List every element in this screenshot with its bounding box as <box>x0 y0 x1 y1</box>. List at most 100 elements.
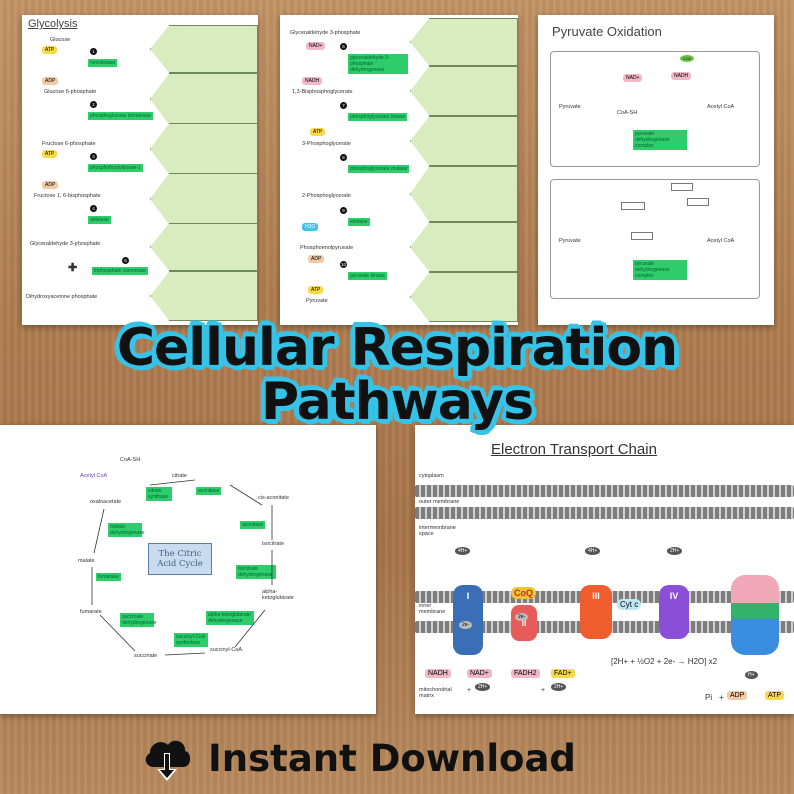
step-number: 7 <box>340 102 347 109</box>
banner-title-line1: Cellular Respiration <box>116 318 678 378</box>
molecule-succinyl-coa: succinyl-CoA <box>210 647 243 653</box>
g6p-structure <box>150 73 258 125</box>
h2o-badge: H2O <box>302 223 319 231</box>
molecule-2pg: 2-Phosphoglycerate <box>302 193 351 199</box>
glycolysis-payoff-sheet: Glyceraldehyde 3-phosphate NAD+ 6 glycer… <box>280 15 518 325</box>
step-number: 2 <box>90 101 97 108</box>
plus-sign: + <box>467 687 472 694</box>
fadh2-badge: FADH2 <box>511 669 540 678</box>
pep-structure <box>410 222 518 272</box>
step-number: 8 <box>340 154 347 161</box>
blank-box[interactable] <box>671 183 693 191</box>
pyruvate-label: Pyruvate <box>559 104 581 110</box>
nadh-badge: NADH <box>302 77 323 85</box>
adp-badge: ADP <box>42 181 59 189</box>
etc-sheet: Electron Transport Chain cytoplasm outer… <box>415 425 794 714</box>
molecule-citrate: citrate <box>172 473 187 479</box>
molecule-f6p: Fructose 6-phosphate <box>42 141 96 147</box>
blank-box[interactable] <box>631 232 653 240</box>
molecule-fumarate: fumarate <box>80 609 102 615</box>
molecule-3pg: 3-Phosphoglycerate <box>302 141 351 147</box>
blank-reaction-panel: Pyruvate Acetyl CoA pyruvate dehydrogena… <box>550 179 760 299</box>
enzyme-label: pyruvate dehydrogenase complex <box>633 130 687 150</box>
pyruvate-oxidation-sheet: Pyruvate Oxidation Pyruvate Acetyl CoA C… <box>538 15 774 325</box>
complex-i: I <box>453 585 483 655</box>
citric-acid-cycle-sheet: The Citric Acid Cycle Acetyl CoA CoA-SH … <box>0 425 376 714</box>
enzyme-label: malate dehydrogenase <box>108 523 145 537</box>
cytoplasm-label: cytoplasm <box>419 473 444 479</box>
molecule-akg: alpha-ketoglutarate <box>262 589 294 601</box>
molecule-g6p: Glucose 6-phosphate <box>44 89 97 95</box>
enzyme-label: succinate dehydrogenase <box>120 613 157 627</box>
etc-title: Electron Transport Chain <box>491 441 657 458</box>
f6p-structure <box>150 123 258 175</box>
nad-badge: NAD+ <box>623 74 643 82</box>
step-number: 9 <box>340 207 347 214</box>
molecule-dhap: Dihydroxyacetone phosphate <box>26 294 98 300</box>
g3p-structure <box>150 223 258 271</box>
nadh-badge: NADH <box>671 72 692 80</box>
complex-i-label: I <box>466 591 470 601</box>
enzyme-label: aldolase <box>88 216 111 224</box>
enzyme-label: glyceraldehyde 3-phosphate dehydrogenase <box>348 54 408 74</box>
instant-download[interactable]: Instant Download <box>140 728 576 788</box>
enzyme-label: succinyl-CoA synthetase <box>174 633 208 647</box>
adp-badge: ADP <box>308 255 325 263</box>
enzyme-label: phosphofructokinase-1 <box>88 164 143 172</box>
2pg-structure <box>410 166 518 222</box>
nad-badge: NAD+ <box>467 669 492 678</box>
f16bp-structure <box>150 173 258 225</box>
enzyme-label: alpha-ketoglutarate dehydrogenase <box>206 611 254 625</box>
g3p-structure <box>410 18 518 66</box>
dhap-structure <box>150 271 258 321</box>
glucose-structure <box>150 25 258 73</box>
h2-badge: 2H+ <box>551 683 567 691</box>
cyt-c-badge: Cyt c <box>617 599 642 610</box>
molecule-g3p: Glyceraldehyde 3-phosphate <box>30 241 101 247</box>
complex-iv: IV <box>659 585 689 639</box>
atp-badge: ATP <box>310 128 326 136</box>
fad-badge: FAD+ <box>551 669 575 678</box>
matrix-label: mitochondrial matrix <box>419 687 452 699</box>
atp-badge: ATP <box>308 286 324 294</box>
blank-box[interactable] <box>621 202 645 210</box>
cloud-download-icon <box>145 740 191 781</box>
plus-sign: + <box>719 693 724 702</box>
enzyme-label: isocitrate dehydrogenase <box>236 565 276 579</box>
enzyme-label: hexokinase <box>88 59 118 67</box>
coash-label: CoA-SH <box>617 110 638 116</box>
coq-badge: CoQ <box>511 587 536 599</box>
blank-box[interactable] <box>687 198 709 206</box>
molecule-isocitrate: isocitrate <box>262 541 285 547</box>
molecule-bpg: 1,3-Bisphosphoglycerate <box>292 89 353 95</box>
complex-ii: II <box>511 605 537 641</box>
banner-title-line2: Pathways <box>260 372 534 432</box>
acetyl-coa-label: Acetyl CoA <box>707 238 735 244</box>
electron-badge: 2e- <box>459 621 473 629</box>
cycle-arrows <box>91 479 273 656</box>
water-equation: [2H+ + ½O2 + 2e- → H2O] x2 <box>611 657 718 666</box>
3pg-structure <box>410 116 518 166</box>
bpg-structure <box>410 66 518 116</box>
h2-badge: 2H+ <box>475 683 491 691</box>
step-number: 5 <box>122 257 129 264</box>
plus-sign: + <box>541 687 546 694</box>
outer-membrane-top <box>415 485 794 497</box>
atp-badge: ATP <box>765 691 785 700</box>
complex-ii-label: II <box>521 619 527 628</box>
pi-label: Pi <box>705 693 713 702</box>
molecule-f16bp: Fructose 1, 6-bisphosphate <box>34 193 101 199</box>
acetyl-coa-label: Acetyl CoA <box>80 473 108 479</box>
molecule-cis-aconitate: cis-aconitate <box>258 495 289 501</box>
enzyme-label: fumarase <box>96 573 121 581</box>
molecule-oxaloacetate: oxaloacetate <box>90 499 122 505</box>
step-number: 1 <box>90 48 97 55</box>
enzyme-label: phosphoglucose isomerase <box>88 112 153 120</box>
molecule-pep: Phosphoenolpyruvate <box>300 245 354 251</box>
enzyme-label: phosphoglycerate kinase <box>348 113 408 121</box>
enzyme-label: pyruvate kinase <box>348 272 388 280</box>
step-number: 10 <box>340 261 347 268</box>
inner-membrane-label: inner membrane <box>419 603 446 615</box>
atp-synthase <box>731 575 779 655</box>
cycle-title-box: The Citric Acid Cycle <box>148 543 212 575</box>
